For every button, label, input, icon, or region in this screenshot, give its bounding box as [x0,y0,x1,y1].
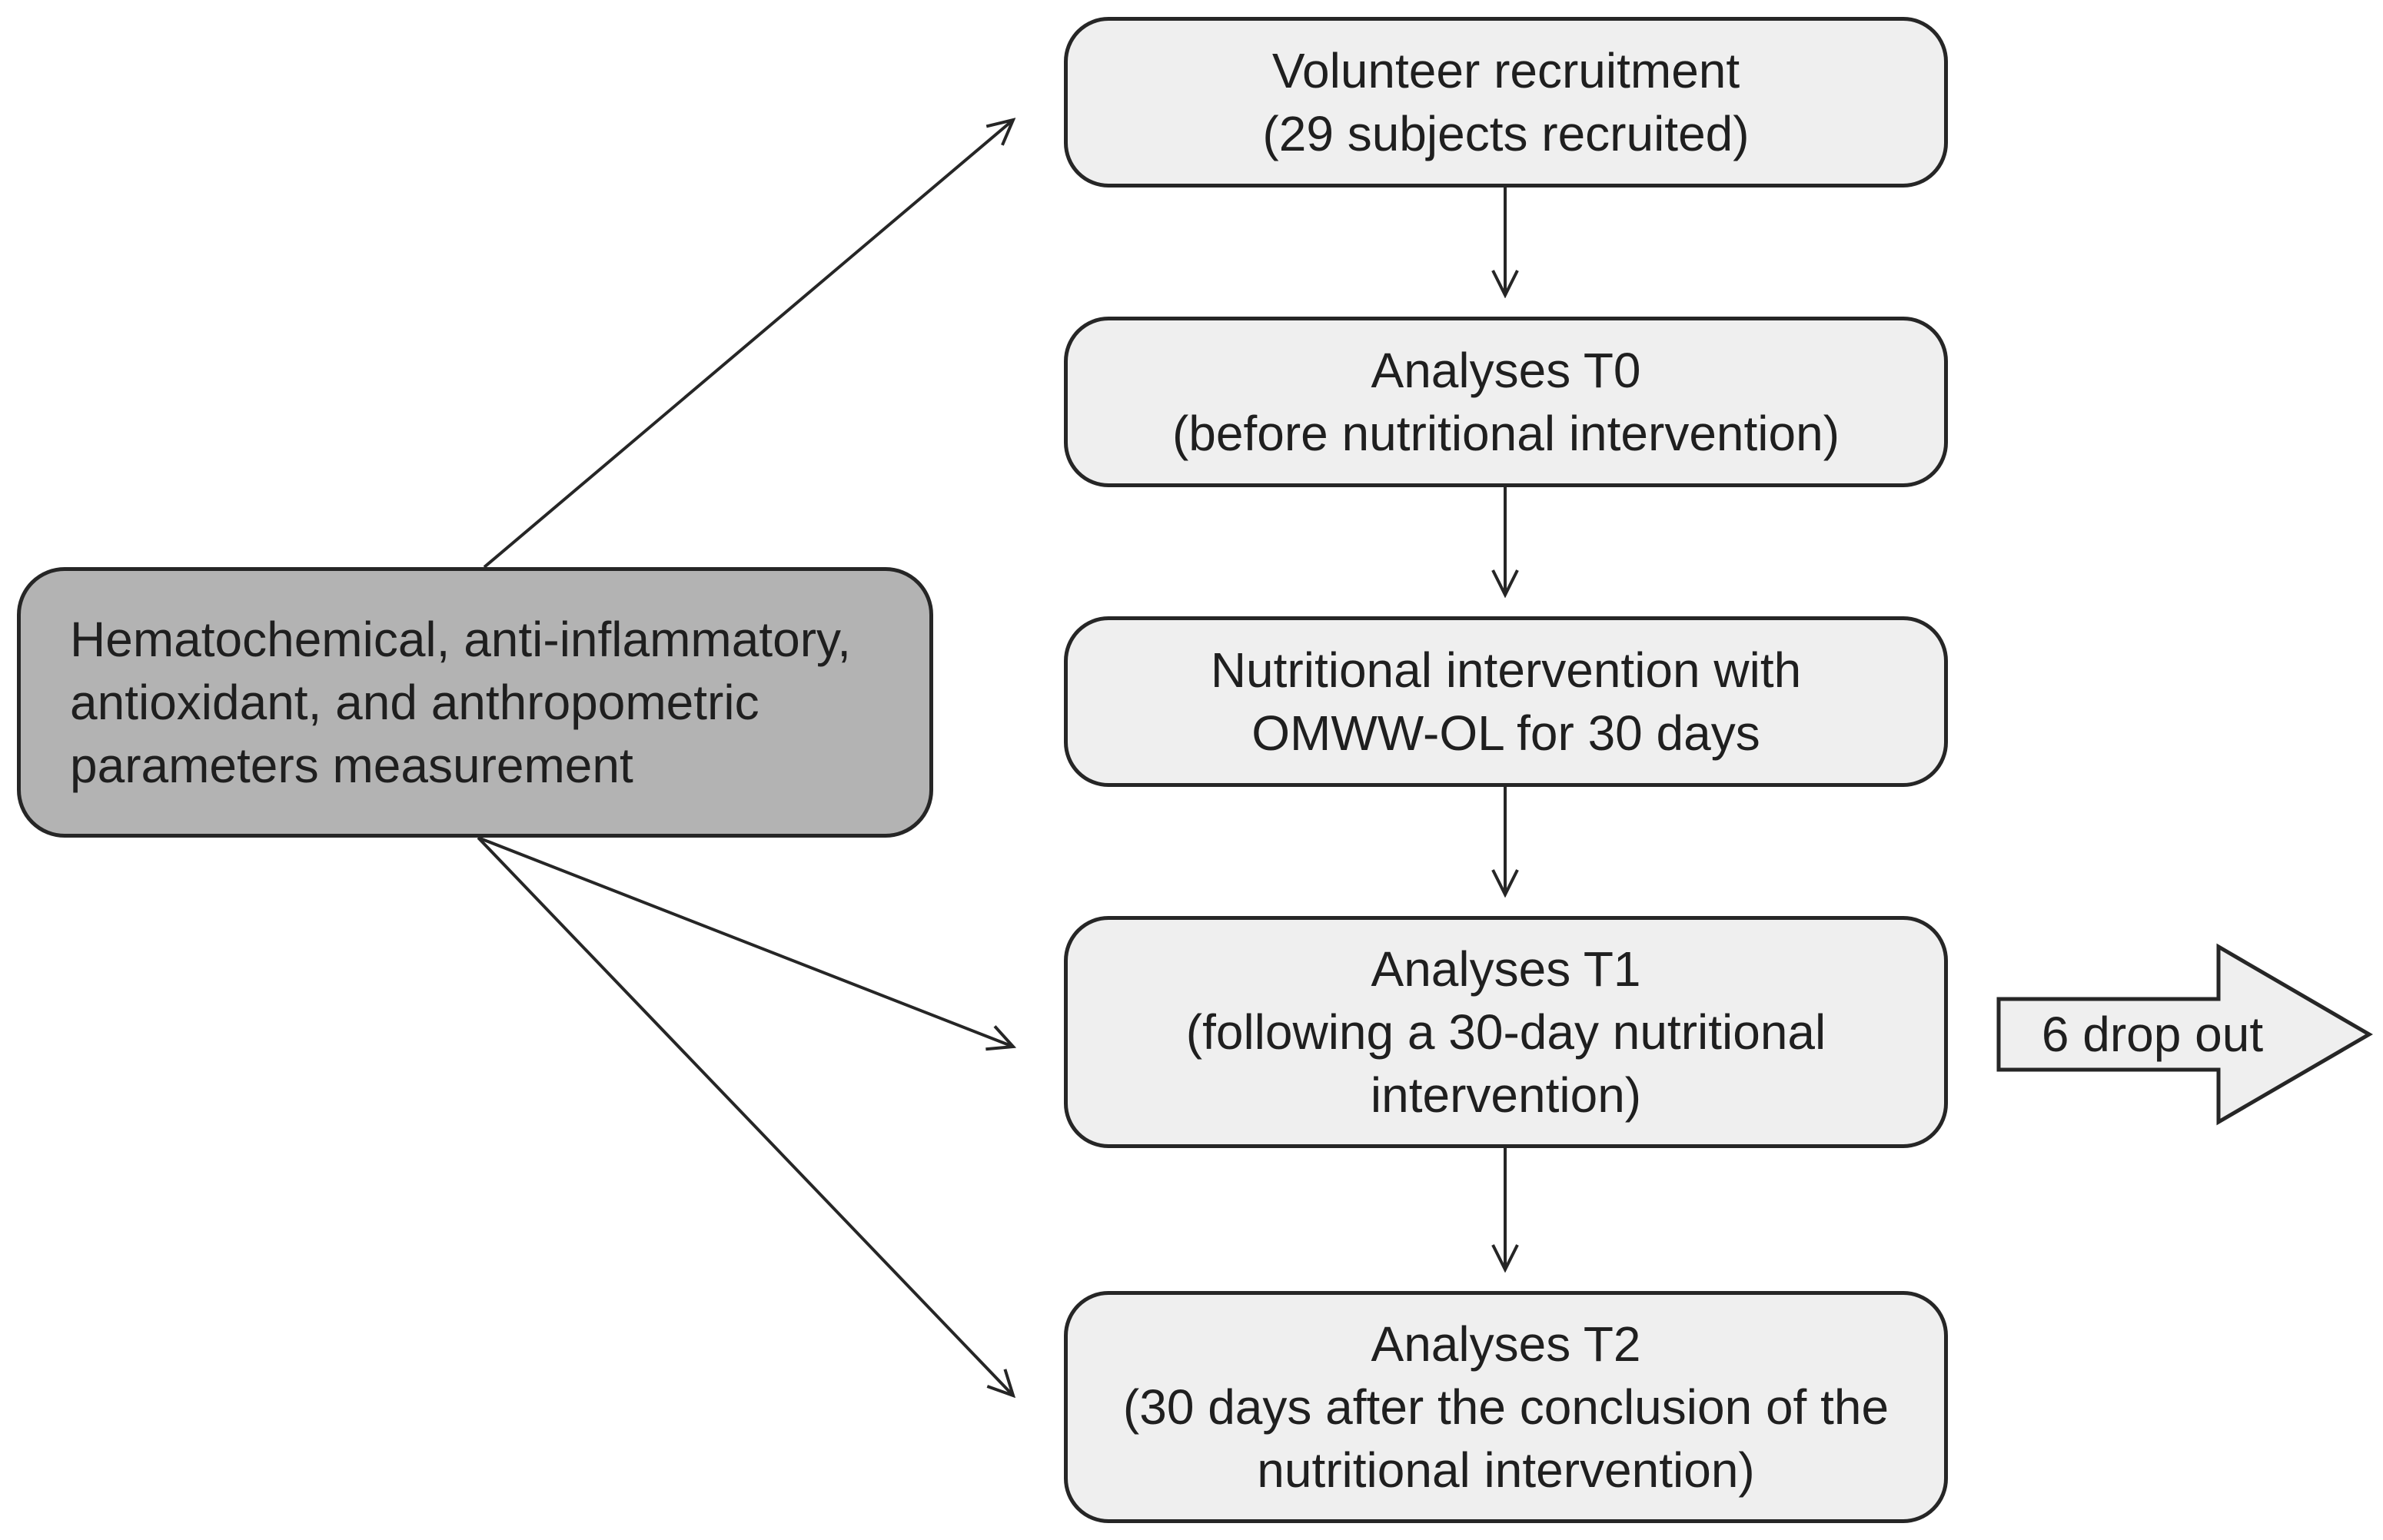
t2-line-2: (30 days after the conclusion of the [1122,1379,1889,1435]
measurement-line-1: Hematochemical, anti-inflammatory, [70,612,852,667]
measurement-parameters-text: Hematochemical, anti-inflammatory, antio… [70,608,851,797]
measurement-parameters-box: Hematochemical, anti-inflammatory, antio… [17,567,933,838]
dropout-label: 6 drop out [2041,1007,2264,1062]
nutritional-intervention-text: Nutritional intervention with OMWW-OL fo… [1211,639,1801,765]
analyses-t1-text: Analyses T1 (following a 30-day nutritio… [1186,938,1826,1127]
t2-line-1: Analyses T2 [1371,1316,1641,1372]
recruit-line-2: (29 subjects recruited) [1262,106,1750,161]
recruit-line-1: Volunteer recruitment [1271,43,1740,98]
t1-line-1: Analyses T1 [1371,941,1641,997]
intervention-line-2: OMWW-OL for 30 days [1251,705,1760,761]
arrow-source-to-recruit [483,120,1013,569]
dropout-block-arrow [1996,943,2373,1126]
analyses-t0-box: Analyses T0 (before nutritional interven… [1064,317,1948,487]
t2-line-3: nutritional intervention) [1257,1442,1755,1498]
volunteer-recruitment-box: Volunteer recruitment (29 subjects recru… [1064,17,1948,188]
measurement-line-3: parameters measurement [70,738,633,793]
analyses-t2-box: Analyses T2 (30 days after the conclusio… [1064,1291,1948,1523]
arrow-source-to-t1 [477,836,1013,1047]
nutritional-intervention-box: Nutritional intervention with OMWW-OL fo… [1064,616,1948,787]
t0-line-1: Analyses T0 [1371,343,1641,398]
measurement-line-2: antioxidant, and anthropometric [70,675,759,730]
intervention-line-1: Nutritional intervention with [1210,642,1802,698]
analyses-t2-text: Analyses T2 (30 days after the conclusio… [1123,1313,1889,1502]
analyses-t1-box: Analyses T1 (following a 30-day nutritio… [1064,916,1948,1148]
t1-line-3: intervention) [1370,1067,1642,1123]
arrow-source-to-t2 [477,836,1013,1396]
analyses-t0-text: Analyses T0 (before nutritional interven… [1172,339,1840,465]
t0-line-2: (before nutritional intervention) [1172,406,1840,461]
volunteer-recruitment-text: Volunteer recruitment (29 subjects recru… [1262,39,1749,165]
t1-line-2: (following a 30-day nutritional [1185,1004,1826,1060]
